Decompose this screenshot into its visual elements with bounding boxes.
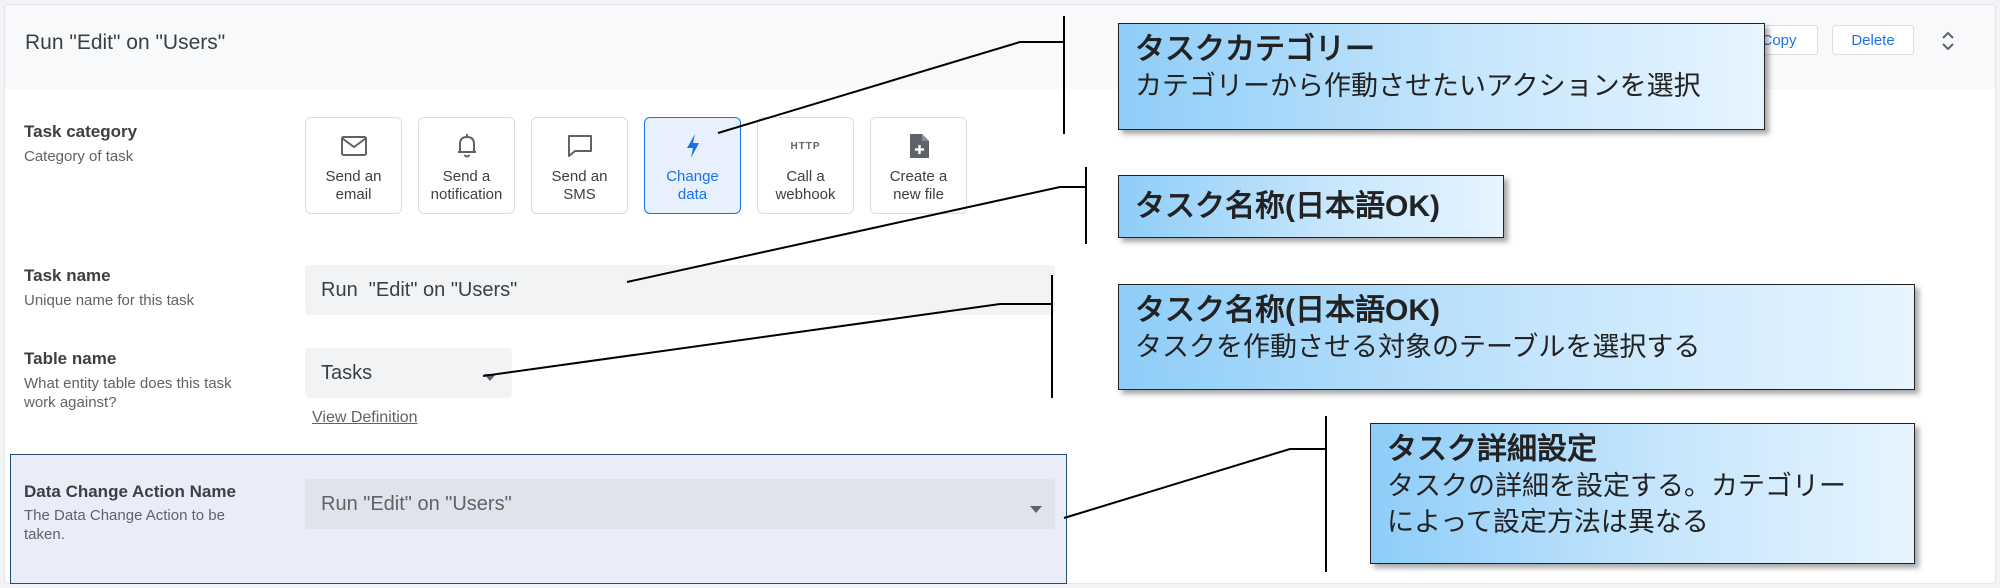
view-definition-link[interactable]: View Definition	[312, 409, 418, 426]
page-title: Run "Edit" on "Users"	[25, 31, 226, 54]
data-change-action-select[interactable]: Run "Edit" on "Users"	[305, 479, 1055, 529]
table-name-value: Tasks	[321, 361, 373, 384]
task-name-label: Task name	[24, 266, 111, 285]
task-name-help: Unique name for this task	[24, 292, 195, 309]
callout-1-leader	[717, 41, 1064, 134]
callout-task-name: タスク名称(日本語OK)	[1118, 175, 1504, 238]
expand-collapse-icon[interactable]	[1936, 27, 1960, 55]
table-name-label: Table name	[24, 349, 117, 368]
lightning-icon	[645, 132, 740, 160]
mail-icon	[306, 132, 401, 160]
callout-2-leader	[626, 186, 1086, 283]
callout-3-leader	[482, 303, 1052, 377]
callout-4-leader	[1063, 448, 1326, 519]
task-category-label: Task category	[24, 122, 138, 141]
http-icon: HTTP	[790, 140, 821, 152]
callout-task-category: タスクカテゴリー カテゴリーから作動させたいアクションを選択	[1118, 23, 1765, 130]
callout-table-name: タスク名称(日本語OK) タスクを作動させる対象のテーブルを選択する	[1118, 284, 1915, 390]
chat-bubble-icon	[532, 132, 627, 160]
bell-icon	[419, 132, 514, 160]
copy-button-label: Copy	[1761, 31, 1797, 49]
data-change-caret-icon	[1030, 501, 1042, 513]
callout-task-detail: タスク詳細設定 タスクの詳細を設定する。カテゴリー によって設定方法は異なる	[1370, 423, 1915, 564]
task-name-value: Run "Edit" on "Users"	[321, 278, 518, 301]
delete-button[interactable]: Delete	[1832, 25, 1914, 55]
data-change-label: Data Change Action Name	[24, 482, 236, 501]
task-name-input[interactable]: Run "Edit" on "Users"	[305, 265, 1055, 315]
file-plus-icon	[871, 132, 966, 160]
task-category-help: Category of task	[24, 148, 134, 165]
table-name-select[interactable]: Tasks	[305, 348, 512, 398]
data-change-value: Run "Edit" on "Users"	[321, 492, 512, 515]
delete-button-label: Delete	[1851, 31, 1895, 49]
